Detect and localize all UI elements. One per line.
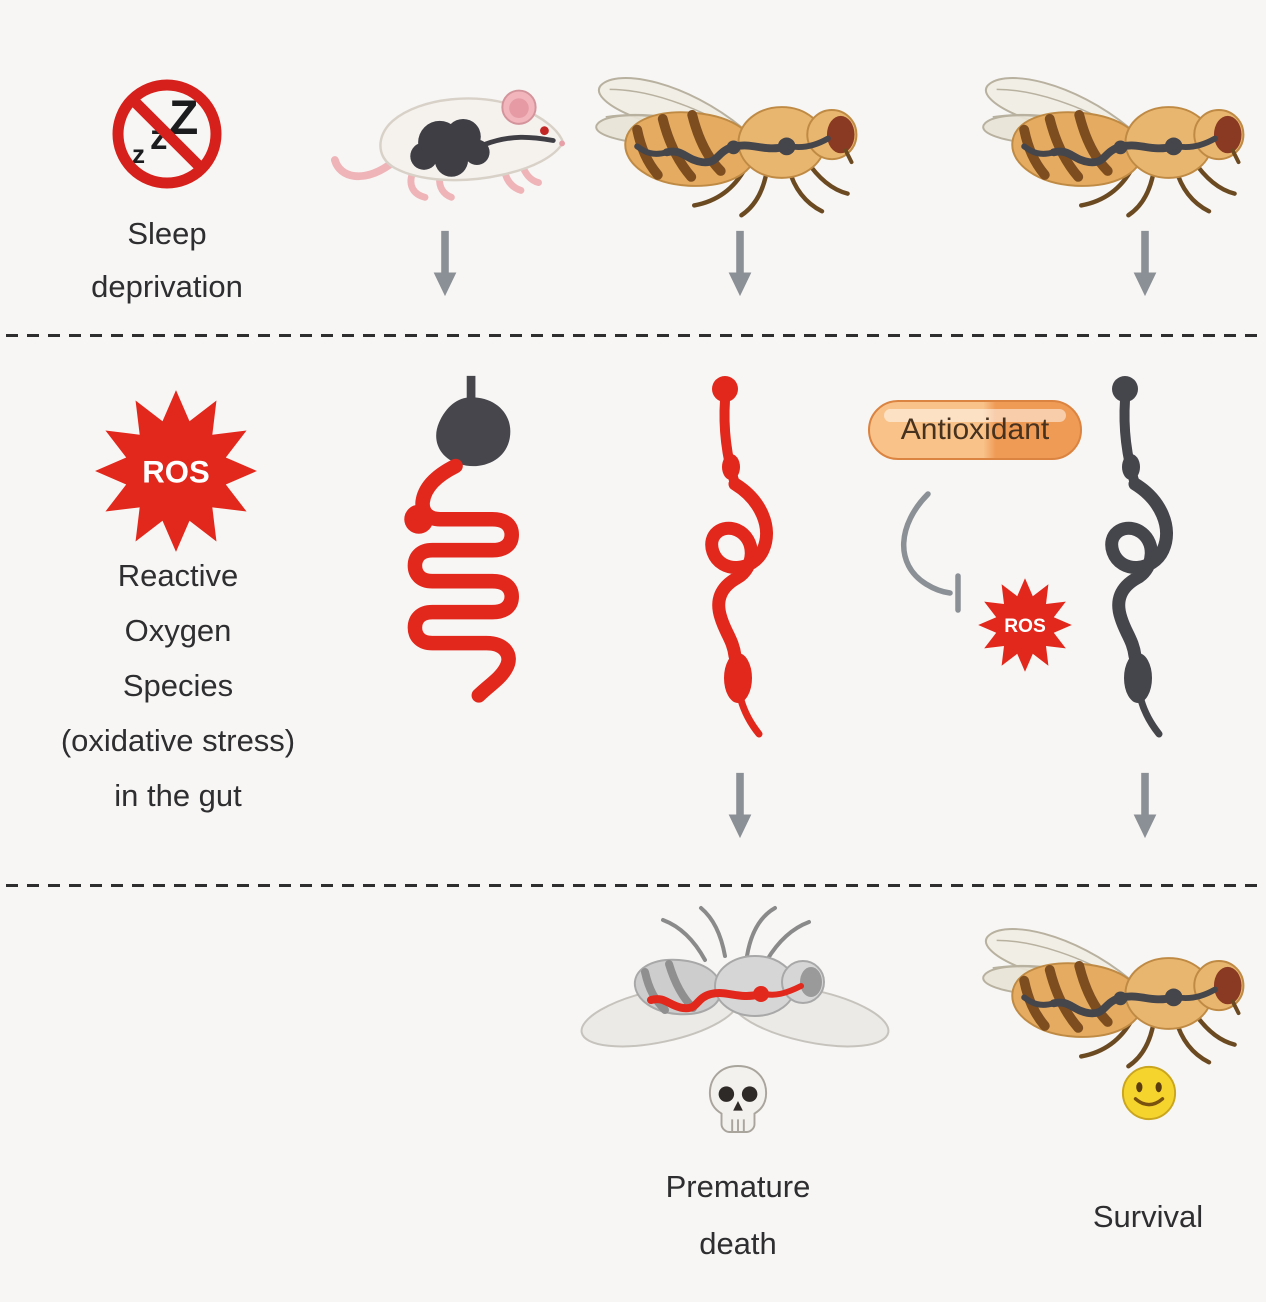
survival-label: Survival [1092, 1199, 1204, 1234]
skull-icon [708, 1065, 768, 1133]
fly-gut-red-illustration [665, 372, 815, 742]
antioxidant-pill: Antioxidant [868, 400, 1082, 460]
inhibition-arrow-icon [900, 491, 961, 613]
fly-illustration [975, 52, 1266, 229]
ros-caption: Reactive Oxygen Species (oxidative stres… [60, 558, 296, 813]
mouse-tail [330, 156, 395, 181]
ros-starburst-icon-small: ROS [977, 577, 1073, 673]
sleep-deprivation-label: Sleep deprivation [91, 216, 243, 304]
mouse-eye [540, 126, 549, 136]
dashed-divider [6, 884, 1260, 887]
ros-starburst-icon: ROS [93, 388, 259, 554]
smiley-icon [1121, 1065, 1177, 1121]
fly-gut-dark-illustration [1065, 372, 1215, 742]
antioxidant-label: Antioxidant [900, 413, 1050, 446]
ros-label: ROS [142, 454, 209, 489]
intestine [407, 458, 519, 703]
stomach [436, 397, 511, 467]
cecum [404, 504, 434, 534]
dashed-divider [6, 334, 1260, 337]
mouse-gut-illustration [404, 375, 519, 703]
fly-illustration [588, 52, 883, 229]
healthy-fly-illustration [975, 903, 1266, 1080]
down-arrow-icon [432, 228, 458, 298]
down-arrow-icon [727, 770, 753, 840]
dead-fly-illustration [580, 906, 890, 1048]
premature-death-label: Premature death [665, 1169, 811, 1261]
down-arrow-icon [727, 228, 753, 298]
zzz-letter: z [132, 139, 145, 169]
dead-fly-red-gut [647, 983, 804, 1013]
down-arrow-icon [1132, 228, 1158, 298]
dead-fly-legs [661, 906, 811, 962]
down-arrow-icon [1132, 770, 1158, 840]
mouse-illustration [330, 89, 565, 201]
no-sleep-icon: z z Z [112, 79, 222, 189]
ros-label-small: ROS [1004, 616, 1046, 637]
